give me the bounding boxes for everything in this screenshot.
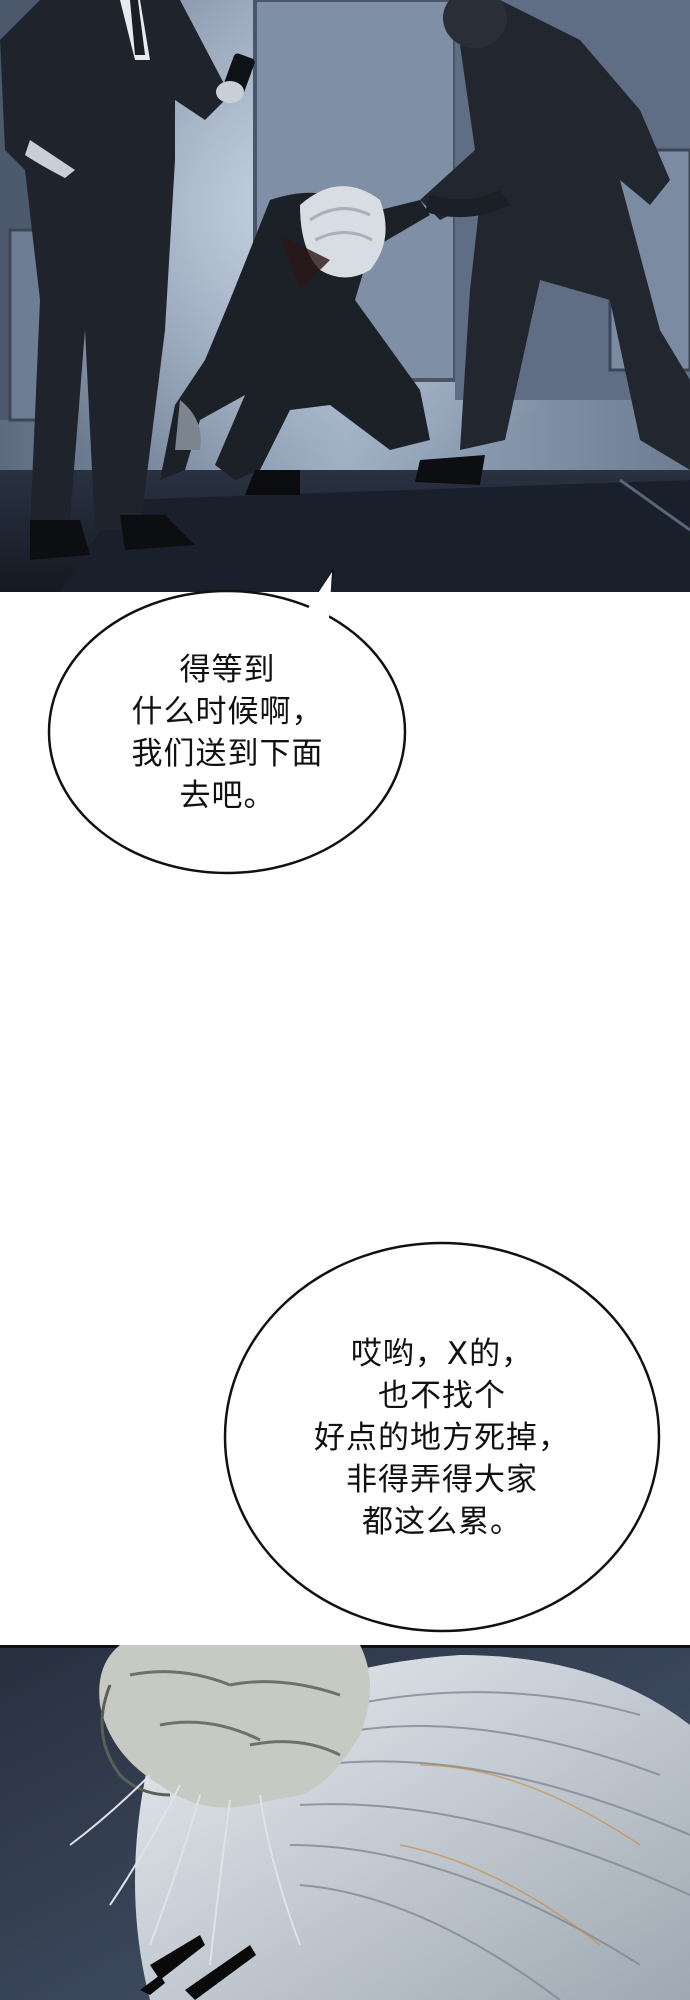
bubble-2-line-2: 也不找个 (378, 1377, 506, 1414)
speech-bubble-1: 得等到 什么时候啊， 我们送到下面 去吧。 (45, 548, 410, 878)
bubble-1-line-1: 得等到 (179, 652, 276, 688)
bubble-2-line-1: 哎哟，X的， (350, 1335, 534, 1372)
speech-bubble-1-text: 得等到 什么时候啊， 我们送到下面 去吧。 (45, 588, 410, 878)
hand-grabbing-hair-scene (0, 1645, 690, 2000)
bubble-2-line-3: 好点的地方死掉， (314, 1419, 570, 1456)
bubble-1-line-2: 什么时候啊， (131, 694, 324, 730)
suited-men-scene (0, 0, 690, 592)
speech-bubble-1-shape (47, 568, 407, 875)
speech-bubble-2-shape (223, 1241, 661, 1633)
bubble-1-line-4: 去吧。 (179, 778, 276, 814)
bubble-2-line-5: 都这么累。 (362, 1503, 522, 1540)
top-panel-illustration (0, 0, 690, 592)
speech-bubble-2: 哎哟，X的， 也不找个 好点的地方死掉， 非得弄得大家 都这么累。 (222, 1240, 662, 1635)
speech-bubble-2-text: 哎哟，X的， 也不找个 好点的地方死掉， 非得弄得大家 都这么累。 (222, 1240, 662, 1635)
bubble-1-line-3: 我们送到下面 (131, 736, 324, 772)
bottom-panel-illustration (0, 1645, 690, 2000)
bubble-2-line-4: 非得弄得大家 (346, 1461, 538, 1498)
